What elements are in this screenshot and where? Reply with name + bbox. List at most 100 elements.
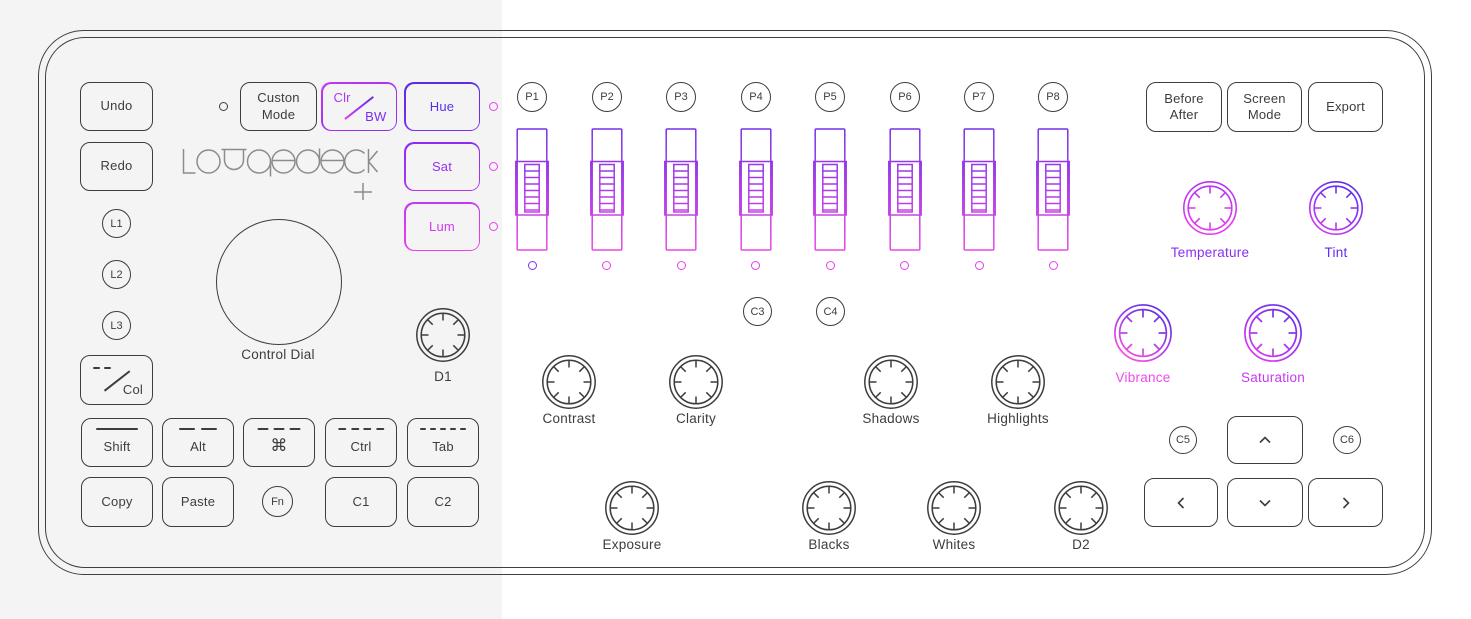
alt-key[interactable]: Alt bbox=[162, 418, 234, 467]
fader-7[interactable] bbox=[962, 128, 996, 258]
fader-6[interactable] bbox=[888, 128, 922, 258]
arrow-up-button[interactable] bbox=[1227, 416, 1303, 464]
chevron-left-icon bbox=[1177, 496, 1185, 509]
contrast-label: Contrast bbox=[542, 411, 596, 426]
l3-button[interactable]: L3 bbox=[102, 311, 131, 340]
clarity-dial[interactable] bbox=[668, 354, 724, 410]
bw-label: BW bbox=[365, 108, 387, 124]
exposure-dial[interactable] bbox=[604, 480, 660, 536]
tint-dial[interactable] bbox=[1308, 180, 1364, 236]
key-ridge-icon bbox=[338, 428, 384, 430]
loupedeck-logo bbox=[182, 148, 378, 200]
vibrance-dial[interactable] bbox=[1113, 303, 1173, 363]
fader-2-led bbox=[602, 261, 611, 270]
custom-mode-button[interactable]: Custon Mode bbox=[240, 82, 317, 131]
fader-3-led bbox=[677, 261, 686, 270]
key-ridge-icon bbox=[179, 428, 217, 430]
control-dial[interactable] bbox=[216, 219, 342, 345]
temperature-label: Temperature bbox=[1170, 245, 1250, 260]
bw-col-toggle-button[interactable]: Col bbox=[80, 355, 153, 405]
p6-button[interactable]: P6 bbox=[890, 82, 920, 112]
d2-label: D2 bbox=[1072, 537, 1090, 552]
arrow-right-button[interactable] bbox=[1308, 478, 1383, 527]
command-key[interactable]: ⌘ bbox=[243, 418, 315, 467]
shadows-label: Shadows bbox=[862, 411, 920, 426]
c2-key[interactable]: C2 bbox=[407, 477, 479, 527]
command-icon: ⌘ bbox=[270, 435, 288, 455]
clr-bw-button[interactable]: Clr BW bbox=[321, 82, 397, 131]
arrow-down-button[interactable] bbox=[1227, 478, 1303, 527]
key-ridge-icon bbox=[96, 428, 138, 430]
l2-button[interactable]: L2 bbox=[102, 260, 131, 289]
d1-label: D1 bbox=[434, 369, 452, 384]
redo-button[interactable]: Redo bbox=[80, 142, 153, 191]
d2-dial[interactable] bbox=[1053, 480, 1109, 536]
hue-button[interactable]: Hue bbox=[404, 82, 480, 131]
custom-mode-led bbox=[219, 102, 228, 111]
before-after-button[interactable]: Before After bbox=[1146, 82, 1222, 132]
export-button[interactable]: Export bbox=[1308, 82, 1383, 132]
highlights-label: Highlights bbox=[987, 411, 1049, 426]
fader-3[interactable] bbox=[664, 128, 698, 258]
l1-button[interactable]: L1 bbox=[102, 209, 131, 238]
fader-6-led bbox=[900, 261, 909, 270]
saturation-dial[interactable] bbox=[1243, 303, 1303, 363]
exposure-label: Exposure bbox=[602, 537, 662, 552]
screen-mode-button[interactable]: Screen Mode bbox=[1227, 82, 1302, 132]
undo-button[interactable]: Undo bbox=[80, 82, 153, 131]
sat-led bbox=[489, 162, 498, 171]
fader-2[interactable] bbox=[590, 128, 624, 258]
blacks-label: Blacks bbox=[808, 537, 850, 552]
c6-button[interactable]: C6 bbox=[1333, 426, 1361, 454]
fn-key[interactable]: Fn bbox=[262, 486, 293, 517]
shadows-dial[interactable] bbox=[863, 354, 919, 410]
p1-button[interactable]: P1 bbox=[517, 82, 547, 112]
fader-4[interactable] bbox=[739, 128, 773, 258]
ctrl-key[interactable]: Ctrl bbox=[325, 418, 397, 467]
saturation-label: Saturation bbox=[1240, 370, 1306, 385]
p8-button[interactable]: P8 bbox=[1038, 82, 1068, 112]
fader-5[interactable] bbox=[813, 128, 847, 258]
sat-button[interactable]: Sat bbox=[404, 142, 480, 191]
fader-7-led bbox=[975, 261, 984, 270]
temperature-dial[interactable] bbox=[1182, 180, 1238, 236]
p7-button[interactable]: P7 bbox=[964, 82, 994, 112]
chevron-down-icon bbox=[1259, 499, 1271, 507]
lum-led bbox=[489, 222, 498, 231]
logo-plus-icon bbox=[354, 183, 372, 200]
contrast-dial[interactable] bbox=[541, 354, 597, 410]
copy-key[interactable]: Copy bbox=[81, 477, 153, 527]
c3-button[interactable]: C3 bbox=[743, 297, 772, 326]
fader-5-led bbox=[826, 261, 835, 270]
fader-4-led bbox=[751, 261, 760, 270]
control-dial-label: Control Dial bbox=[241, 347, 315, 362]
blacks-dial[interactable] bbox=[801, 480, 857, 536]
fader-8[interactable] bbox=[1036, 128, 1070, 258]
tab-key[interactable]: Tab bbox=[407, 418, 479, 467]
p4-button[interactable]: P4 bbox=[741, 82, 771, 112]
p3-button[interactable]: P3 bbox=[666, 82, 696, 112]
c4-button[interactable]: C4 bbox=[816, 297, 845, 326]
shift-key[interactable]: Shift bbox=[81, 418, 153, 467]
p5-button[interactable]: P5 bbox=[815, 82, 845, 112]
c5-button[interactable]: C5 bbox=[1169, 426, 1197, 454]
chevron-right-icon bbox=[1342, 496, 1350, 509]
p2-button[interactable]: P2 bbox=[592, 82, 622, 112]
vibrance-label: Vibrance bbox=[1115, 370, 1171, 385]
whites-dial[interactable] bbox=[926, 480, 982, 536]
c1-key[interactable]: C1 bbox=[325, 477, 397, 527]
fader-1[interactable] bbox=[515, 128, 549, 258]
paste-key[interactable]: Paste bbox=[162, 477, 234, 527]
device-outline-outer bbox=[38, 30, 1432, 575]
arrow-left-button[interactable] bbox=[1144, 478, 1218, 527]
col-label: Col bbox=[122, 381, 143, 397]
highlights-dial[interactable] bbox=[990, 354, 1046, 410]
clr-label: Clr bbox=[333, 89, 351, 105]
lum-button[interactable]: Lum bbox=[404, 202, 480, 251]
hue-led bbox=[489, 102, 498, 111]
d1-dial[interactable] bbox=[415, 307, 471, 363]
key-ridge-icon bbox=[420, 428, 466, 430]
device-outline-inner bbox=[45, 37, 1425, 568]
fader-8-led bbox=[1049, 261, 1058, 270]
